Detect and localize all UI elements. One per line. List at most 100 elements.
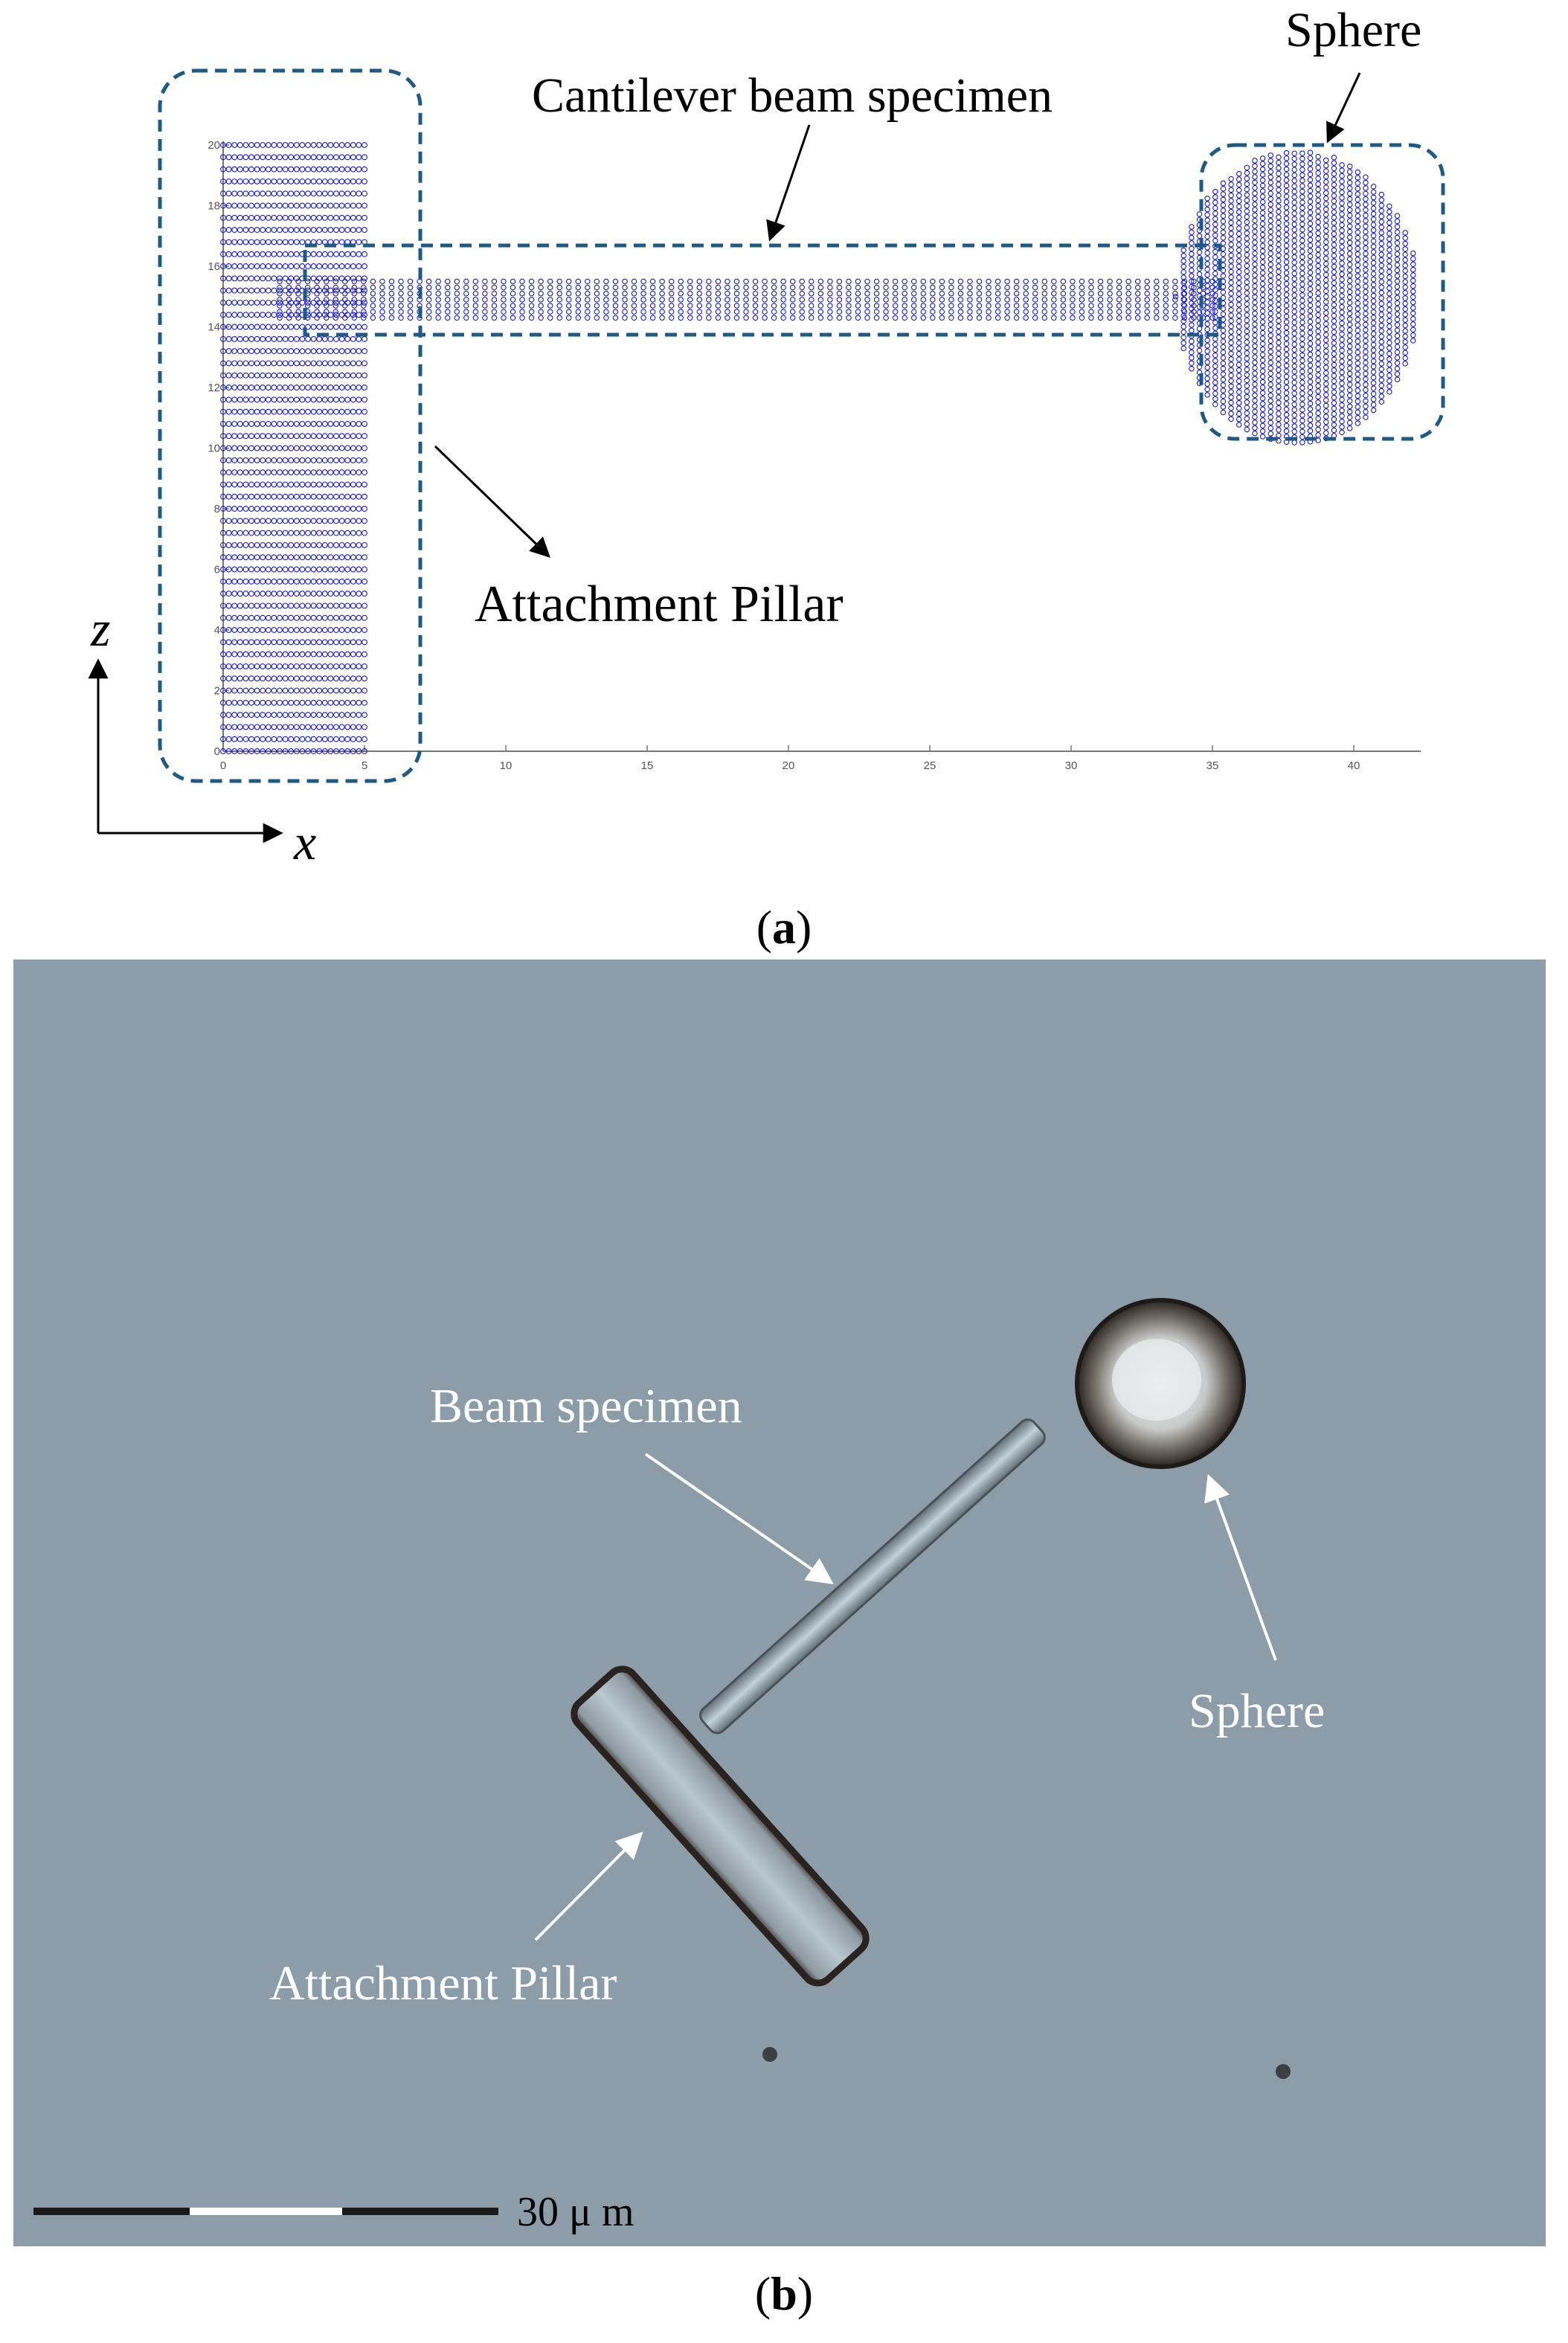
- sphere-point: [1267, 152, 1274, 158]
- pillar-point: [242, 506, 249, 512]
- sphere-point: [1267, 190, 1274, 196]
- pillar-point: [265, 372, 271, 379]
- y-tick-label: 10: [208, 443, 220, 455]
- pillar-point: [293, 614, 300, 621]
- pillar-point: [288, 663, 295, 669]
- pillar-point: [220, 251, 226, 257]
- pillar-point: [293, 651, 300, 658]
- beam-point: [1013, 309, 1020, 315]
- sphere-point: [1244, 170, 1250, 176]
- pillar-point: [299, 578, 306, 585]
- sphere-point: [1283, 422, 1290, 428]
- sphere-point: [1378, 366, 1384, 372]
- sphere-point: [1323, 293, 1329, 300]
- pillar-point: [293, 481, 300, 488]
- pillar-point: [327, 312, 334, 318]
- sphere-point: [1355, 267, 1361, 274]
- pillar-point: [316, 396, 323, 403]
- pillar-point: [277, 578, 283, 585]
- pillar-point: [316, 699, 323, 706]
- pillar-point: [338, 372, 345, 379]
- sphere-point: [1339, 228, 1345, 234]
- sphere-point: [1394, 306, 1401, 312]
- sphere-point: [1339, 402, 1345, 408]
- pillar-point: [299, 602, 306, 609]
- beam-point: [407, 290, 414, 297]
- sphere-point: [1276, 334, 1282, 341]
- sphere-point: [1189, 229, 1195, 235]
- sphere-point: [1323, 168, 1329, 174]
- sphere-point: [1276, 367, 1282, 373]
- sphere-point: [1220, 360, 1227, 367]
- pillar-point: [225, 312, 232, 318]
- pillar-point: [327, 251, 334, 257]
- pillar-point: [271, 675, 277, 682]
- pillar-point: [350, 663, 356, 669]
- beam-point: [295, 303, 301, 309]
- sphere-point: [1339, 320, 1345, 327]
- beam-point: [659, 284, 665, 291]
- pillar-point: [288, 335, 295, 342]
- beam-point: [585, 278, 591, 285]
- sphere-point: [1387, 345, 1392, 351]
- sphere-point: [1259, 401, 1266, 407]
- pillar-point: [260, 712, 266, 719]
- sphere-point: [1378, 273, 1384, 280]
- pillar-point: [260, 687, 266, 694]
- pillar-point: [282, 263, 289, 269]
- beam-point: [1013, 290, 1020, 297]
- sphere-point: [1378, 251, 1384, 257]
- y-tick-label: 6: [214, 564, 220, 576]
- sphere-point: [1291, 221, 1297, 228]
- pillar-point: [282, 724, 289, 730]
- sphere-point: [1267, 261, 1274, 268]
- sphere-point: [1283, 417, 1290, 423]
- pillar-point: [321, 748, 328, 754]
- pillar-point: [316, 748, 323, 754]
- sphere-point: [1378, 382, 1384, 388]
- pillar-point: [225, 287, 232, 294]
- sphere-point: [1331, 187, 1337, 193]
- sphere-point: [1291, 309, 1297, 315]
- sphere-point: [1212, 341, 1218, 347]
- beam-point: [1107, 284, 1113, 291]
- sphere-point: [1370, 325, 1377, 332]
- beam-point: [1209, 278, 1215, 285]
- beam-point: [454, 278, 460, 285]
- pillar-point: [277, 263, 283, 269]
- sphere-point: [1378, 279, 1384, 285]
- sphere-point: [1236, 394, 1242, 401]
- beam-point: [528, 284, 535, 291]
- pillar-point: [344, 748, 351, 754]
- sphere-point: [1236, 231, 1242, 237]
- beam-point: [482, 315, 488, 321]
- beam-point: [789, 315, 796, 321]
- sphere-point: [1291, 358, 1297, 364]
- pillar-point: [299, 335, 306, 342]
- beam-point: [668, 278, 675, 285]
- beam-point: [668, 315, 675, 321]
- sphere-point: [1276, 427, 1282, 433]
- beam-point: [809, 290, 814, 297]
- sphere-point: [1228, 187, 1234, 193]
- sphere-point: [1299, 155, 1305, 162]
- sphere-point: [1387, 378, 1392, 384]
- sphere-point: [1236, 285, 1242, 292]
- pillar-point: [220, 518, 226, 524]
- sphere-point: [1355, 371, 1361, 377]
- pillar-point: [310, 360, 317, 367]
- pillar-point: [282, 372, 289, 379]
- sphere-point: [1370, 390, 1377, 397]
- pillar-point: [333, 299, 339, 306]
- sphere-point: [1252, 430, 1258, 437]
- sphere-point: [1346, 283, 1353, 289]
- beam-point: [444, 303, 451, 309]
- pillar-point: [288, 506, 295, 512]
- pillar-point: [327, 420, 334, 427]
- sphere-point: [1228, 274, 1234, 280]
- pillar-point: [254, 457, 260, 463]
- beam-point: [910, 315, 917, 321]
- pillar-point: [310, 154, 317, 161]
- sphere-point: [1323, 414, 1329, 420]
- pillar-point: [248, 154, 254, 161]
